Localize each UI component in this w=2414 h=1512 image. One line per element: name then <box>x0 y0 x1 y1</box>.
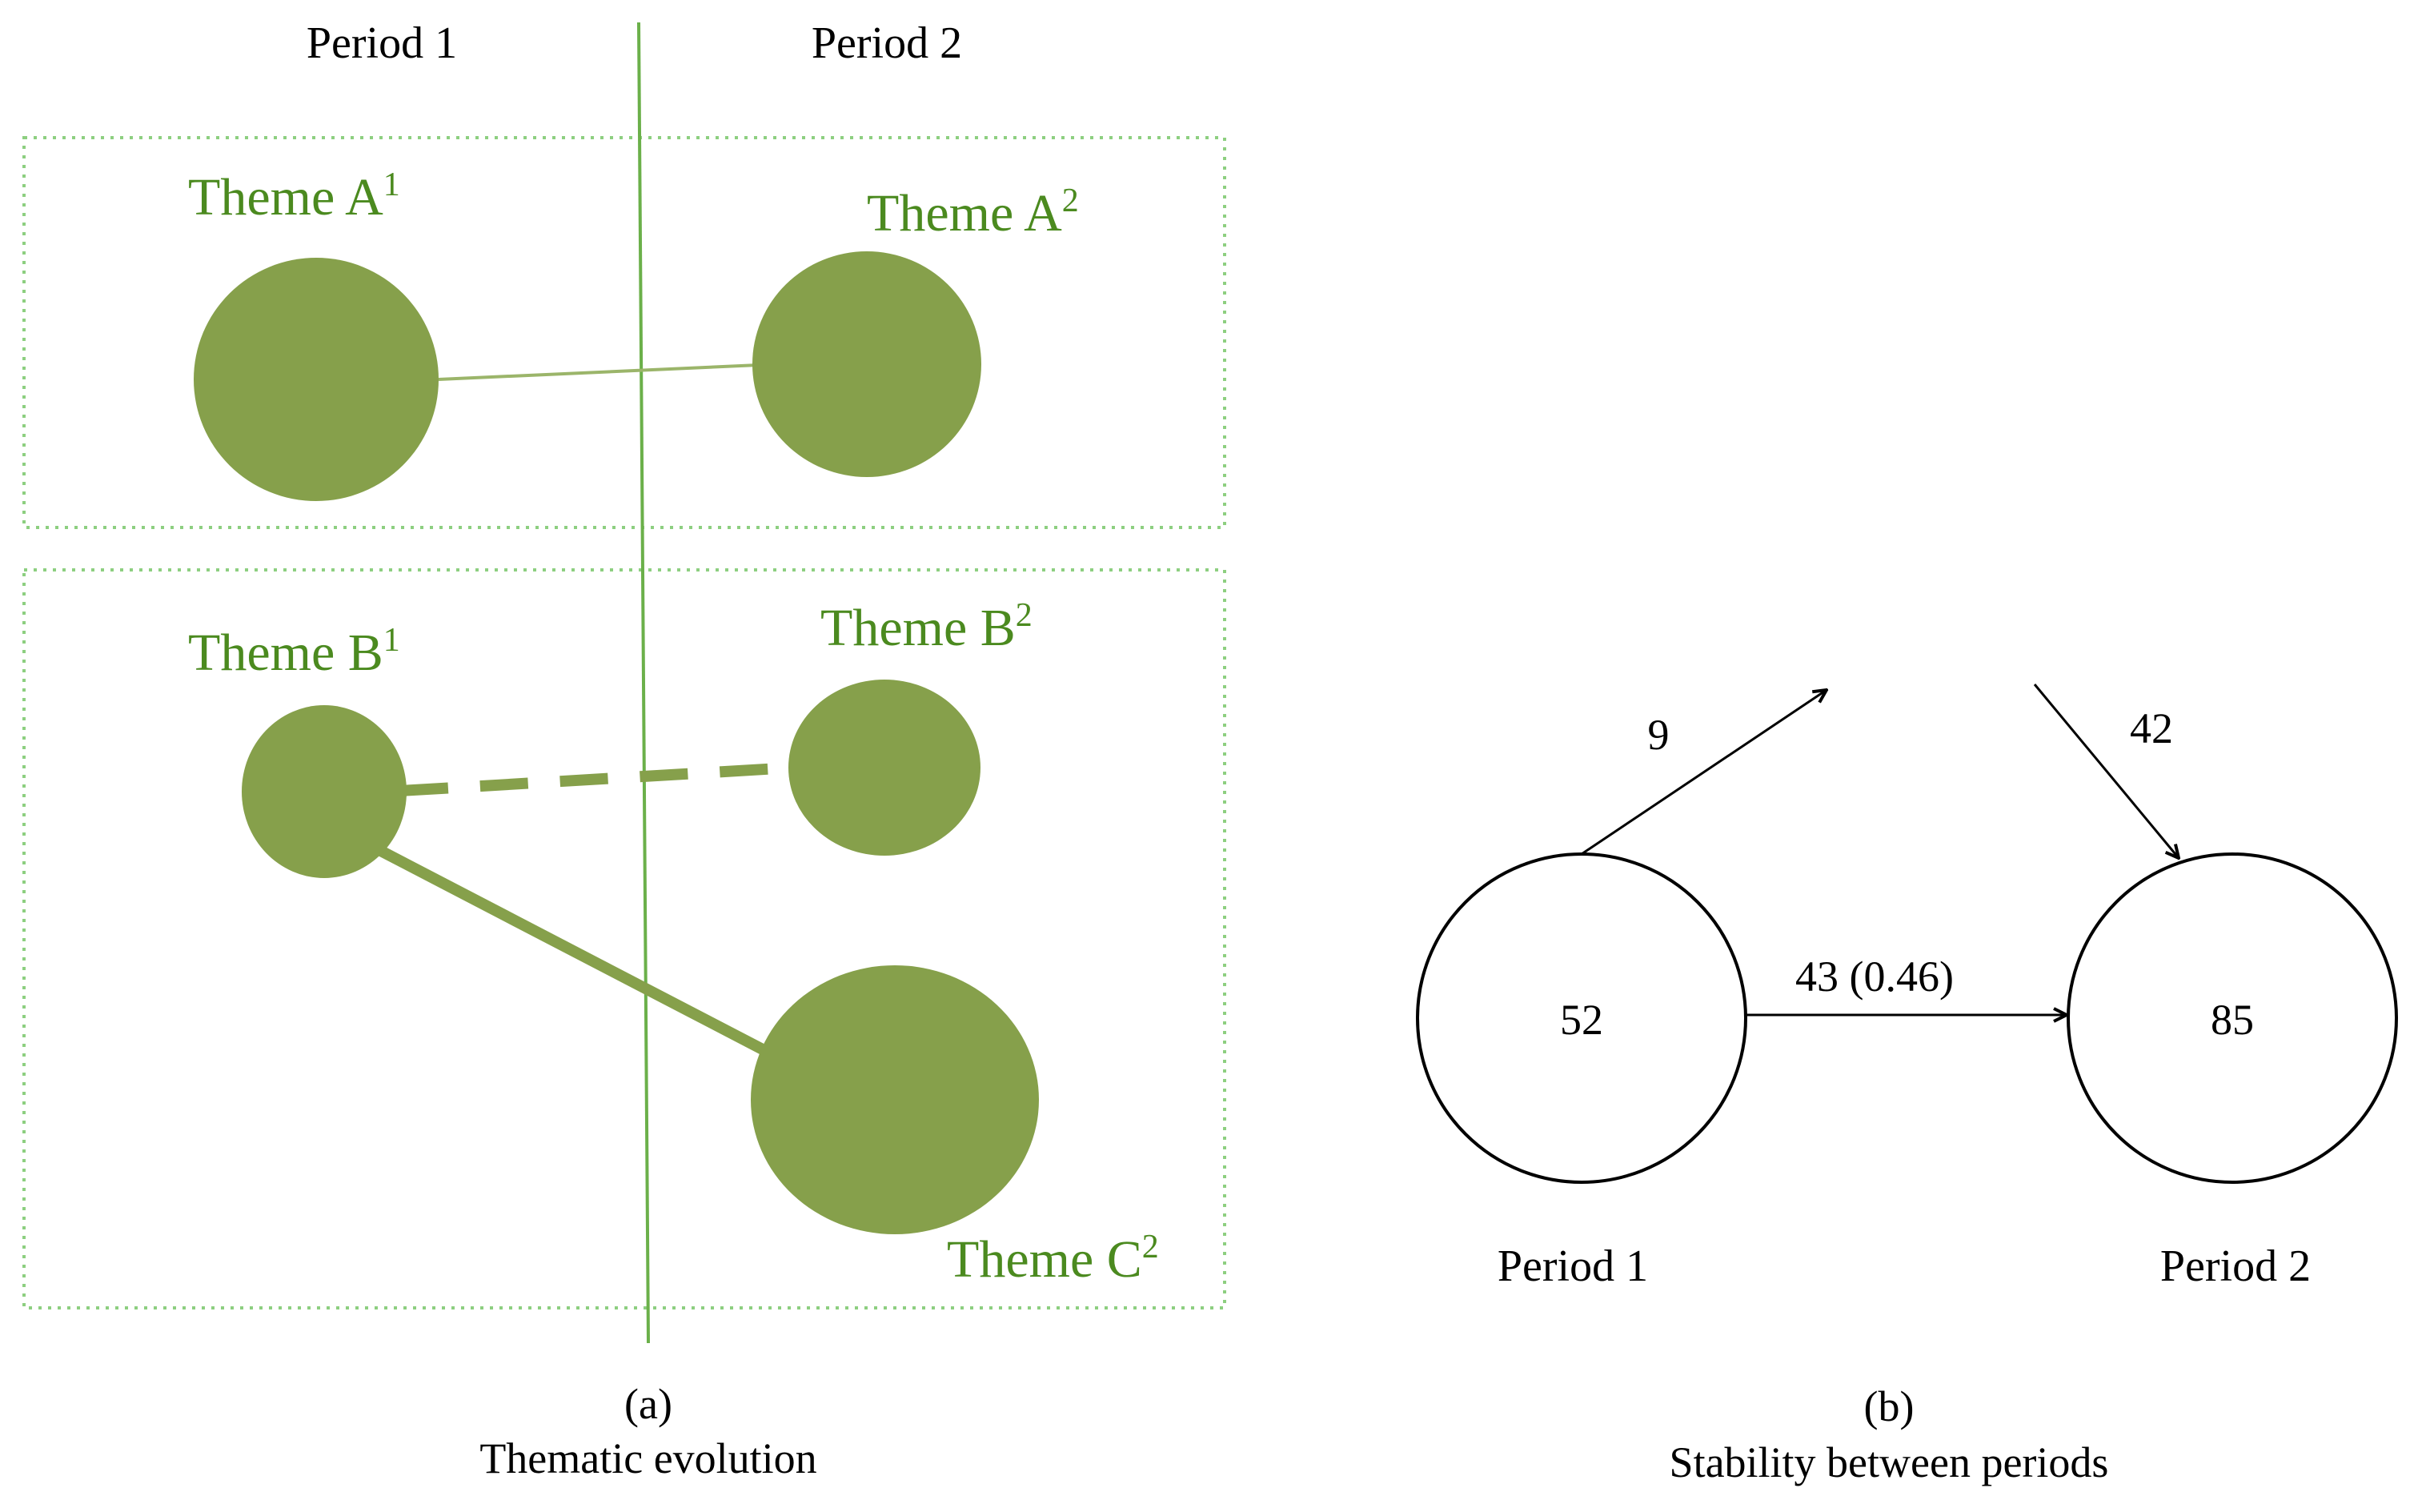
panel-a-caption-letter: (a) <box>624 1380 672 1428</box>
link-b1-c2 <box>373 843 780 1062</box>
theme-b1-label: Theme B1 <box>188 622 400 682</box>
theme-b2-circle <box>788 680 980 856</box>
arrow-incoming <box>2033 684 2179 858</box>
link-b1-b2-dashed <box>399 762 793 796</box>
panel-b-caption-text: Stability between periods <box>1670 1438 2109 1486</box>
arrow-between-label: 43 (0.46) <box>1795 953 1954 1001</box>
period-1-node-value: 52 <box>1560 996 1603 1044</box>
panel-a-caption-text: Thematic evolution <box>479 1434 816 1482</box>
link-a1-a2 <box>438 363 760 381</box>
theme-b1-circle <box>242 705 407 878</box>
dotted-box-top <box>22 136 1226 529</box>
period-2-node <box>2067 852 2398 1184</box>
theme-a1-label: Theme A1 <box>188 166 400 227</box>
theme-b2-label: Theme B2 <box>820 597 1033 657</box>
period-2-header: Period 2 <box>812 18 962 68</box>
panel-b-period-2-label: Period 2 <box>2160 1241 2311 1291</box>
panel-b-stability: 52 85 9 42 43 (0.46) Period 1 Period 2 (… <box>1416 684 2398 1486</box>
theme-a1-circle <box>194 258 439 501</box>
period-2-node-value: 85 <box>2211 996 2254 1044</box>
period-divider-line <box>637 22 650 1344</box>
dotted-box-bottom <box>22 568 1226 1309</box>
arrow-outgoing-label: 9 <box>1648 711 1670 759</box>
arrow-incoming-label: 42 <box>2130 704 2173 752</box>
period-1-header: Period 1 <box>307 18 457 68</box>
panel-a-thematic-evolution: Period 1 Period 2 Theme A1 Theme A2 Them… <box>22 18 1226 1482</box>
arrow-outgoing <box>1581 690 1827 856</box>
panel-b-caption-letter: (b) <box>1864 1382 1915 1430</box>
theme-a2-circle <box>752 251 981 477</box>
theme-c2-label: Theme C2 <box>947 1229 1159 1289</box>
panel-b-period-1-label: Period 1 <box>1498 1241 1648 1291</box>
theme-c2-circle <box>751 965 1039 1234</box>
theme-a2-label: Theme A2 <box>867 182 1079 243</box>
